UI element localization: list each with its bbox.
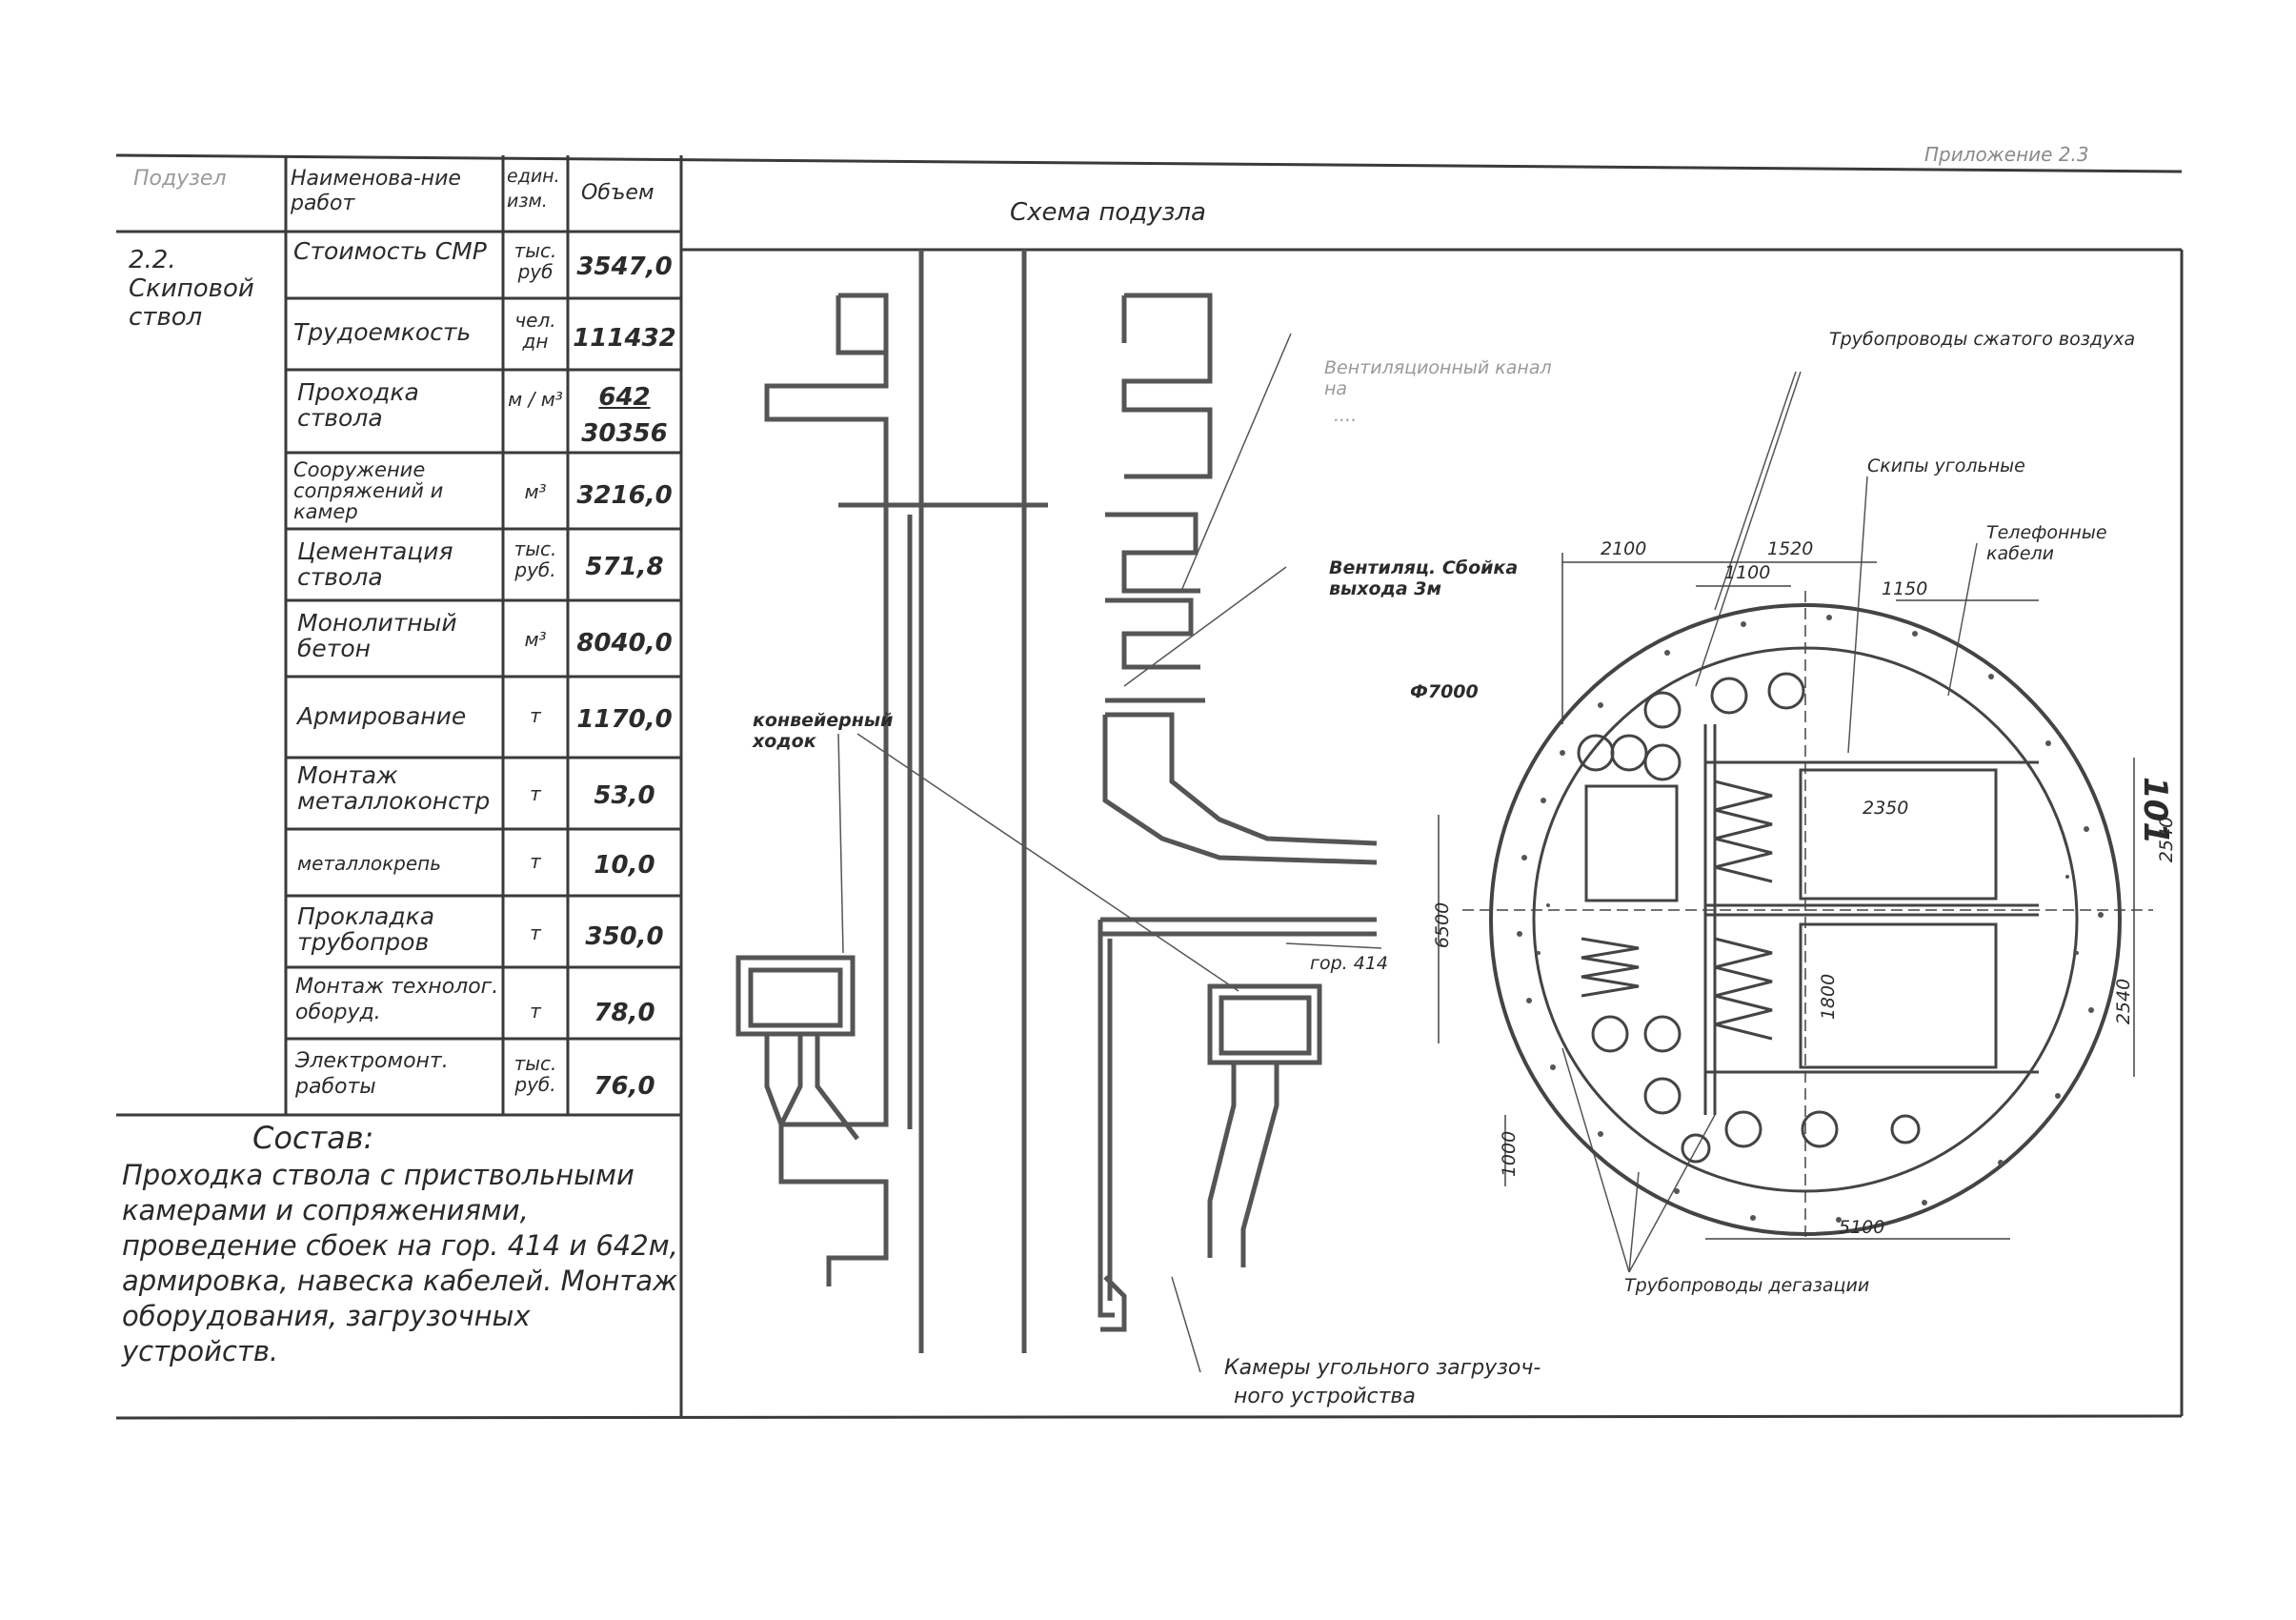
header-subnode: Подузел (133, 167, 227, 191)
label-diameter: Ф7000 (1410, 681, 1479, 702)
label-vent-channel: Вентиляционный канал на (1324, 357, 1552, 399)
row-7-name: Армирование (297, 702, 467, 730)
dim-1150: 1150 (1882, 578, 1928, 599)
row-5-name: Цементация ствола (297, 537, 453, 591)
subnode-value: 2.2. Скиповой ствол (129, 246, 254, 332)
appendix-label: Приложение 2.3 (1924, 143, 2089, 166)
row-11-unit: т (530, 1000, 541, 1023)
row-1-unit: тыс. руб (514, 239, 557, 283)
row-11-value: 78,0 (594, 999, 655, 1027)
dim-1800: 1800 (1818, 973, 1840, 1021)
composition-title: Состав: (252, 1120, 374, 1156)
dim-1520: 1520 (1767, 538, 1814, 559)
row-12-name: Электромонт. работы (295, 1049, 449, 1099)
dim-5100: 5100 (1839, 1217, 1885, 1238)
label-level-414: гор. 414 (1310, 953, 1389, 974)
dim-2540-upper: 2540 (2156, 816, 2178, 863)
row-5-value: 571,8 (585, 553, 664, 581)
shaft-section (735, 250, 1378, 1353)
label-chambers-1: Камеры угольного загрузоч- (1224, 1356, 1541, 1380)
label-degas-pipes: Трубопроводы дегазации (1624, 1275, 1870, 1296)
dim-2100: 2100 (1601, 538, 1647, 559)
row-8-name: Монтаж металлоконстр (297, 761, 491, 815)
label-phone-cables: Телефонные кабели (1986, 522, 2107, 564)
row-12-value: 76,0 (594, 1072, 655, 1101)
row-4-value: 3216,0 (576, 481, 673, 510)
row-6-name: Монолитный бетон (297, 609, 457, 662)
row-6-unit: м³ (524, 628, 547, 651)
dim-6500: 6500 (1432, 901, 1454, 949)
label-conveyor-drift: конвейерный ходок (753, 710, 894, 752)
row-3-unit: м / м³ (508, 388, 563, 411)
row-9-unit: т (530, 850, 541, 873)
shaft-plan (1438, 553, 2153, 1240)
row-4-name: Сооружение сопряжений и камер (293, 458, 444, 523)
dim-1100: 1100 (1724, 562, 1771, 583)
label-vent-sub: .... (1334, 405, 1358, 426)
label-compressed-air: Трубопроводы сжатого воздуха (1829, 329, 2136, 350)
row-4-unit: м³ (524, 480, 547, 503)
row-10-unit: т (530, 921, 541, 944)
row-5-unit: тыс. руб. (514, 537, 557, 581)
dim-2540-lower: 2540 (2113, 978, 2135, 1025)
row-7-unit: т (530, 704, 541, 727)
header-unit: един. изм. (507, 166, 560, 212)
row-8-unit: т (530, 782, 541, 805)
row-2-name: Трудоемкость (293, 318, 472, 346)
row-1-value: 3547,0 (576, 253, 673, 281)
row-6-value: 8040,0 (576, 629, 673, 658)
row-11-name: Монтаж технолог. оборуд. (295, 975, 499, 1024)
row-7-value: 1170,0 (576, 705, 673, 734)
label-coal-skips: Скипы угольные (1867, 456, 2025, 476)
row-12-unit: тыс. руб. (514, 1052, 557, 1096)
row-8-value: 53,0 (594, 781, 655, 810)
row-3-name: Проходка ствола (297, 378, 419, 432)
row-3-value: 642 (598, 383, 651, 412)
header-volume: Объем (581, 181, 655, 205)
header-scheme: Схема подузла (1010, 198, 1206, 227)
row-2-unit: чел. дн (514, 309, 556, 353)
row-10-name: Прокладка трубопров (297, 902, 435, 956)
label-chambers-2: ного устройства (1234, 1385, 1416, 1408)
composition-text: Проходка ствола с приствольными камерами… (122, 1159, 678, 1367)
header-work-name: Наименова-ние работ (291, 167, 461, 215)
row-9-value: 10,0 (594, 851, 655, 880)
row-3-value2: 30356 (581, 419, 668, 448)
label-vent-breakthrough: Вентиляц. Сбойка выхода 3м (1329, 557, 1519, 599)
row-10-value: 350,0 (585, 922, 664, 951)
dim-2350: 2350 (1863, 798, 1909, 819)
row-9-name: металлокрепь (297, 852, 442, 875)
dim-1000: 1000 (1499, 1130, 1521, 1178)
row-1-name: Стоимость СМР (293, 237, 487, 265)
row-2-value: 111432 (573, 324, 676, 353)
